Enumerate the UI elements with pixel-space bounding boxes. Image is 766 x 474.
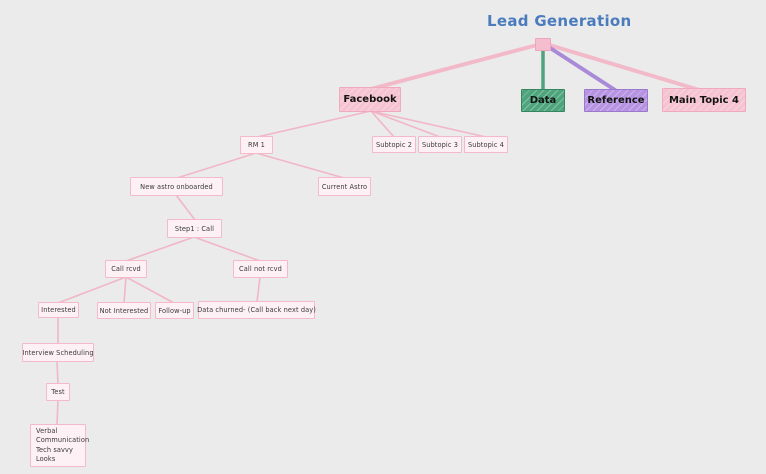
node-data-churned[interactable]: Data churned- (Call back next day) <box>197 301 316 319</box>
node-reference-label: Reference <box>587 95 645 106</box>
edge-test-criteria <box>56 399 59 426</box>
criteria-line-communication: Communication <box>36 436 90 444</box>
root-node[interactable] <box>535 38 551 51</box>
node-subtopic-4[interactable]: Subtopic 4 <box>464 136 508 153</box>
node-interview-scheduling[interactable]: Interview Scheduling <box>22 343 94 362</box>
node-rm-1[interactable]: RM 1 <box>240 136 273 154</box>
edge-interview-test <box>56 360 59 385</box>
node-test-label: Test <box>51 388 65 396</box>
node-call-not-rcvd-label: Call not rcvd <box>239 265 282 273</box>
node-call-not-rcvd[interactable]: Call not rcvd <box>233 260 288 278</box>
edge-rm1-new-astro <box>176 152 257 179</box>
node-facebook-label: Facebook <box>343 94 397 105</box>
node-new-astro-onboarded[interactable]: New astro onboarded <box>130 177 223 196</box>
edge-callrcvd-follow-up <box>125 276 175 304</box>
node-follow-up-label: Follow-up <box>158 306 191 315</box>
node-new-astro-onboarded-label: New astro onboarded <box>140 182 213 191</box>
edge-newastro-step1 <box>175 194 196 221</box>
node-call-rcvd-label: Call rcvd <box>111 265 141 273</box>
edge-facebook-subtopic2 <box>370 110 395 138</box>
node-data-churned-label: Data churned- (Call back next day) <box>197 306 316 314</box>
edge-root-main-topic-4 <box>544 42 708 94</box>
node-not-interested[interactable]: Not Interested <box>97 302 151 319</box>
criteria-line-verbal: Verbal <box>36 426 58 435</box>
criteria-line-looks: Looks <box>36 455 56 463</box>
node-main-topic-4[interactable]: Main Topic 4 <box>662 88 746 112</box>
node-interview-scheduling-label: Interview Scheduling <box>22 348 94 357</box>
node-selection-criteria[interactable]: Verbal Communication Tech savvy Looks <box>30 424 90 467</box>
edge-step1-call-not-rcvd <box>193 236 261 262</box>
node-reference[interactable]: Reference <box>584 89 648 112</box>
node-follow-up[interactable]: Follow-up <box>155 302 194 319</box>
node-rm-1-label: RM 1 <box>248 141 265 149</box>
node-step1-call-label: Step1 : Call <box>174 224 215 233</box>
node-facebook[interactable]: Facebook <box>339 87 401 112</box>
node-interested-label: Interested <box>41 306 76 314</box>
node-step1-call[interactable]: Step1 : Call <box>167 219 222 238</box>
edge-rm1-current-astro <box>255 152 345 179</box>
edge-root-reference <box>542 42 617 92</box>
edge-root-facebook <box>369 42 543 91</box>
node-subtopic-3[interactable]: Subtopic 3 <box>418 136 462 153</box>
node-main-topic-4-label: Main Topic 4 <box>668 94 740 106</box>
criteria-line-tech-savvy: Tech savvy <box>36 445 74 454</box>
node-test[interactable]: Test <box>46 383 70 401</box>
node-data-label: Data <box>529 95 557 106</box>
node-subtopic-3-label: Subtopic 3 <box>421 140 459 149</box>
node-call-rcvd[interactable]: Call rcvd <box>105 260 147 278</box>
edge-step1-call-rcvd <box>125 236 195 262</box>
node-not-interested-label: Not Interested <box>99 306 149 315</box>
edge-facebook-rm1 <box>256 110 372 138</box>
node-current-astro-label: Current Astro <box>321 182 368 191</box>
node-subtopic-2[interactable]: Subtopic 2 <box>372 136 416 153</box>
node-subtopic-2-label: Subtopic 2 <box>375 140 413 149</box>
diagram-title[interactable]: Lead Generation <box>487 12 632 30</box>
node-subtopic-4-label: Subtopic 4 <box>467 140 505 149</box>
node-interested[interactable]: Interested <box>38 302 79 318</box>
node-current-astro[interactable]: Current Astro <box>318 177 371 196</box>
edge-callnotrcvd-churned <box>256 276 261 303</box>
edge-callrcvd-not-interested <box>123 276 127 304</box>
edge-facebook-subtopic4 <box>370 110 487 138</box>
edge-facebook-subtopic3 <box>370 110 441 138</box>
edge-callrcvd-interested <box>57 276 127 304</box>
node-data[interactable]: Data <box>521 89 565 112</box>
